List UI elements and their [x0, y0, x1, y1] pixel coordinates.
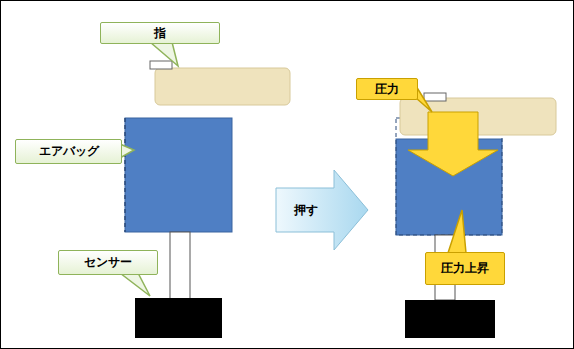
sensor-callout: センサー	[58, 250, 158, 275]
push-arrow-label: 押す	[278, 192, 334, 228]
callout-text: 圧力上昇	[441, 260, 489, 277]
callout-text: 押す	[294, 202, 318, 219]
callout-text: 指	[154, 25, 166, 42]
callout-text: 圧力	[375, 81, 399, 98]
callout-text: エアバッグ	[39, 143, 99, 160]
airbag-callout: エアバッグ	[15, 139, 122, 164]
callout-text: センサー	[84, 254, 132, 271]
pressure-callout: 圧力	[356, 78, 418, 100]
finger-callout: 指	[100, 22, 220, 44]
pressure-rise-callout: 圧力上昇	[425, 252, 505, 285]
